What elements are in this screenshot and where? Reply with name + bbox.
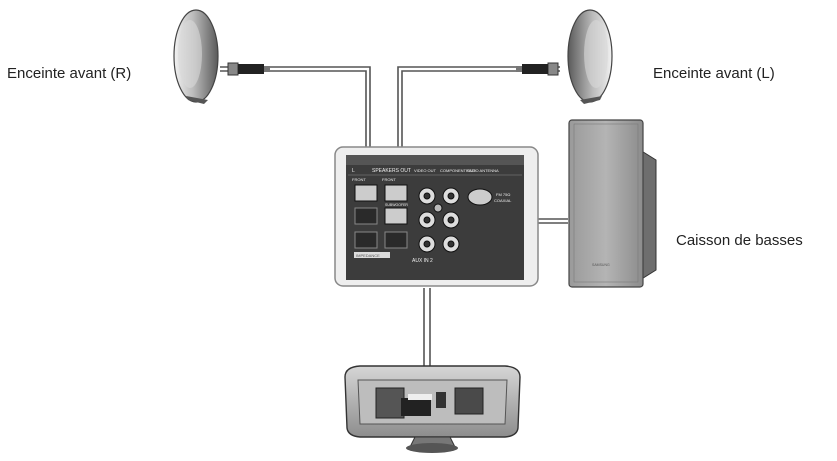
front-l-terminal-label: FRONT <box>382 177 396 182</box>
component-out-label: COMPONENT OUT <box>440 168 476 173</box>
front-right-speaker-label: Enceinte avant (R) <box>7 65 132 82</box>
video-out-label: VIDEO OUT <box>414 168 437 173</box>
subwoofer-label: Caisson de basses <box>676 232 803 249</box>
speakers-out-label: SPEAKERS OUT <box>372 168 411 174</box>
subwoofer: SAMSUNG <box>568 119 657 288</box>
main-unit <box>344 365 521 453</box>
front-left-speaker-label: Enceinte avant (L) <box>653 65 775 82</box>
coaxial-label: COAXIAL <box>494 198 512 203</box>
aux-in-label: AUX IN 2 <box>412 258 433 264</box>
radio-antenna-label: RADIO ANTENNA <box>466 168 499 173</box>
front-left-speaker <box>567 9 613 104</box>
rear-panel-closeup: L SPEAKERS OUT VIDEO OUT COMPONENT OUT R… <box>334 146 539 287</box>
fm-label: FM 75Ω <box>496 192 510 197</box>
svg-text:L: L <box>352 168 355 174</box>
front-r-terminal-label: FRONT <box>352 177 366 182</box>
subwoofer-brand-label: SAMSUNG <box>592 263 610 267</box>
impedance-label: IMPEDANCE <box>356 253 380 258</box>
front-right-speaker <box>173 9 219 104</box>
subwoofer-terminal-label: SUBWOOFER <box>385 203 408 207</box>
